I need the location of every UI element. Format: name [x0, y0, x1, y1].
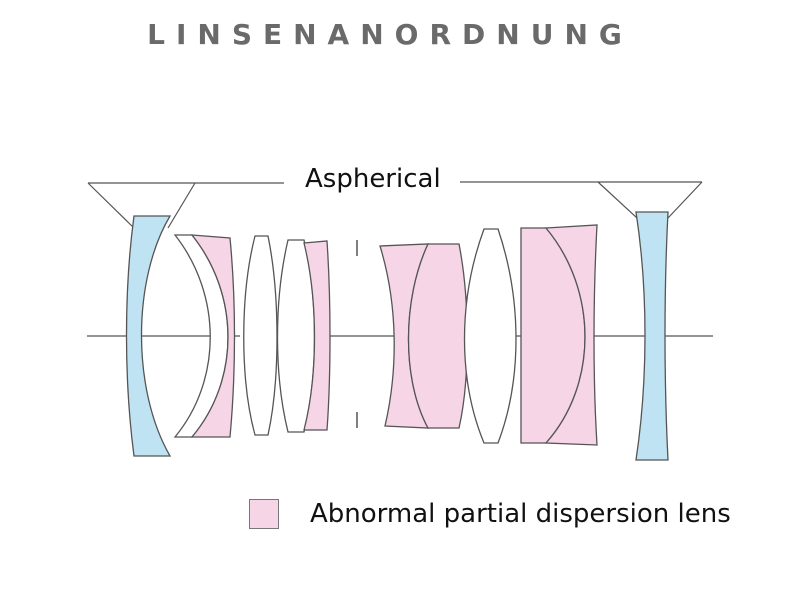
legend-label-apd: Abnormal partial dispersion lens [310, 499, 731, 529]
aspherical-label: Aspherical [305, 164, 441, 194]
lens-11-apd [544, 224, 598, 446]
lens-1-aspherical [125, 215, 172, 457]
lens-9 [463, 228, 517, 444]
lens-6-apd [303, 240, 331, 431]
lens-4 [243, 235, 278, 436]
lens-3-apd [190, 234, 236, 438]
lens-12-aspherical [635, 211, 669, 461]
aspherical-callout-left [87, 182, 284, 229]
legend-swatch-apd [249, 499, 279, 529]
page-title: LINSENANORDNUNG [147, 18, 633, 51]
aspherical-callout-right [460, 181, 703, 219]
lens-8-apd [407, 243, 468, 429]
